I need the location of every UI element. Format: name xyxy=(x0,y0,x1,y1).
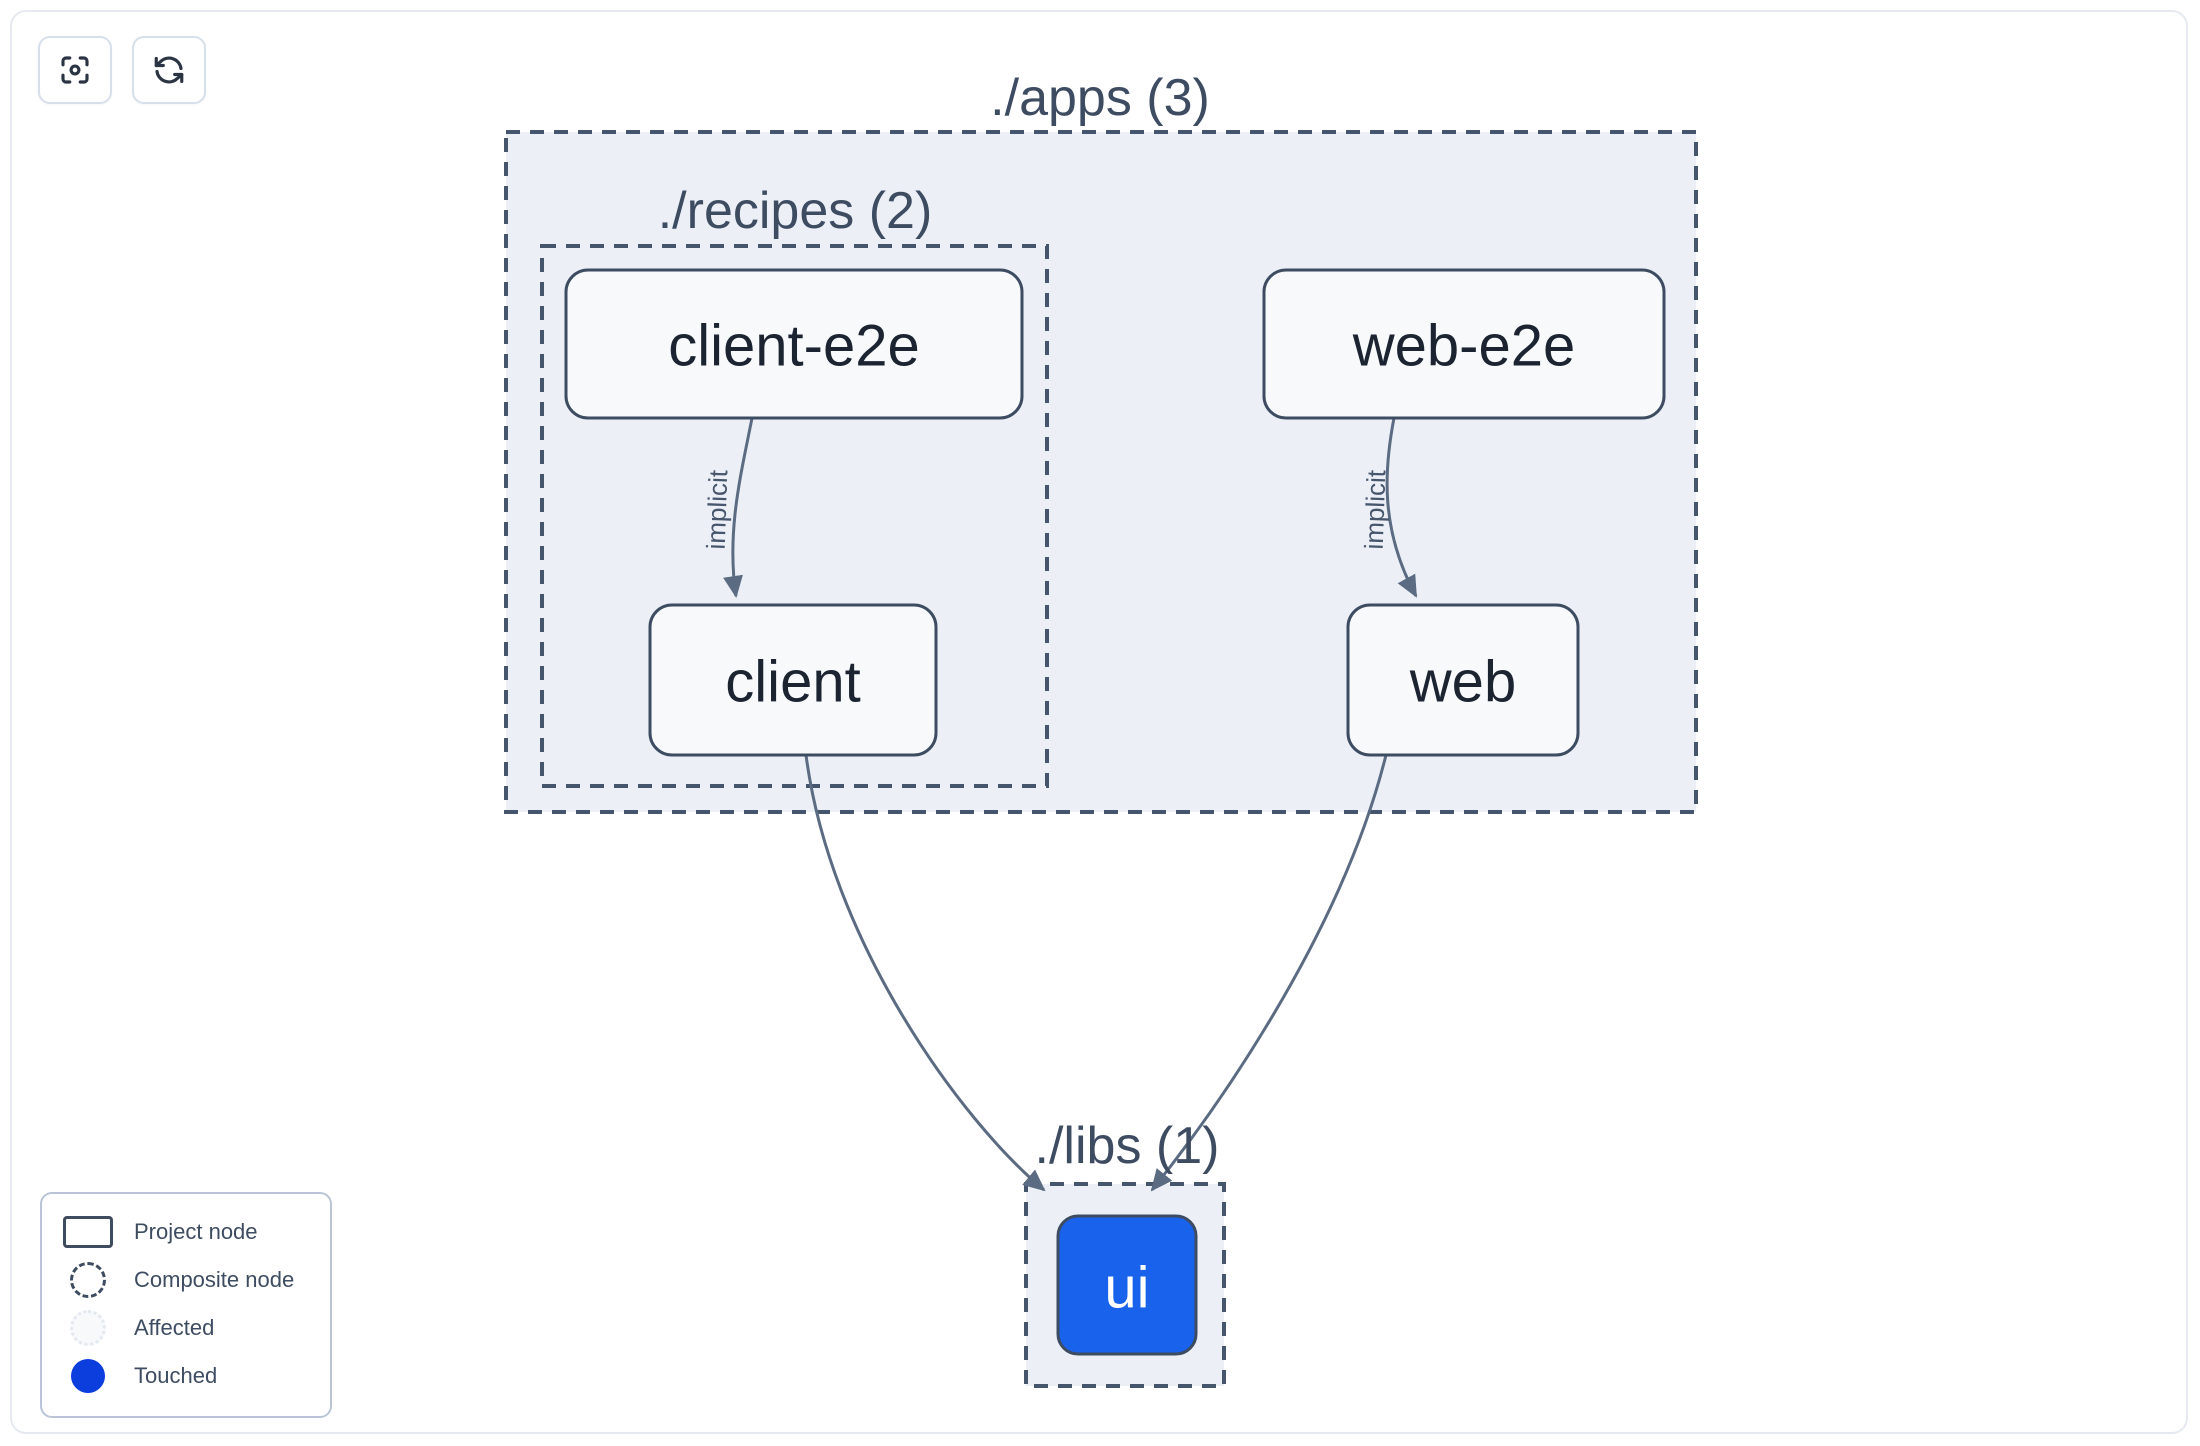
graph-toolbar xyxy=(38,36,206,104)
graph-edges xyxy=(723,417,1418,1192)
node-web-e2e[interactable]: web-e2e xyxy=(1262,268,1666,420)
node-web-label: web xyxy=(1409,650,1516,715)
edge-labels: implicit implicit xyxy=(701,469,1392,550)
edge-client-e2e-to-client[interactable] xyxy=(723,417,754,598)
node-web[interactable]: web xyxy=(1346,603,1580,757)
legend-item-touched: Touched xyxy=(60,1352,312,1400)
edge-web-e2e-to-web[interactable] xyxy=(1385,417,1418,598)
focus-icon xyxy=(57,52,93,88)
refresh-graph-button[interactable] xyxy=(132,36,206,104)
edge-client-to-ui[interactable] xyxy=(804,754,1046,1192)
legend-label-touched: Touched xyxy=(134,1363,218,1388)
node-ui-rect[interactable] xyxy=(1056,1214,1198,1356)
legend-item-project-node: Project node xyxy=(60,1208,312,1256)
touched-swatch xyxy=(60,1359,116,1393)
node-client-e2e-label: client-e2e xyxy=(668,314,919,379)
affected-swatch xyxy=(60,1310,116,1346)
node-web-e2e-label: web-e2e xyxy=(1352,314,1575,379)
graph-legend: Project node Composite node Affected Tou… xyxy=(40,1192,332,1418)
legend-label-composite-node: Composite node xyxy=(134,1267,295,1292)
refresh-icon xyxy=(151,52,187,88)
group-labels: ./apps (3) ./recipes (2) ./libs (1) xyxy=(658,69,1220,1175)
node-web-e2e-rect[interactable] xyxy=(1262,268,1666,420)
group-label-recipes: ./recipes (2) xyxy=(658,182,933,240)
edge-label-client-e2e-to-client: implicit xyxy=(701,469,734,550)
focus-graph-button[interactable] xyxy=(38,36,112,104)
node-web-rect[interactable] xyxy=(1346,603,1580,757)
legend-item-composite-node: Composite node xyxy=(60,1256,312,1304)
edge-web-to-ui[interactable] xyxy=(1150,754,1388,1192)
node-client-label: client xyxy=(725,650,860,715)
node-client-e2e[interactable]: client-e2e xyxy=(564,268,1024,420)
group-label-apps: ./apps (3) xyxy=(990,69,1210,127)
legend-item-affected: Affected xyxy=(60,1304,312,1352)
node-ui-label: ui xyxy=(1104,1256,1149,1321)
composite-node-swatch xyxy=(60,1262,116,1298)
project-node-swatch xyxy=(60,1216,116,1248)
edge-label-web-e2e-to-web: implicit xyxy=(1359,469,1392,550)
legend-label-affected: Affected xyxy=(134,1315,215,1340)
legend-label-project-node: Project node xyxy=(134,1219,258,1244)
node-client-e2e-rect[interactable] xyxy=(564,268,1024,420)
group-label-libs: ./libs (1) xyxy=(1035,1117,1220,1175)
node-client[interactable]: client xyxy=(648,603,938,757)
node-client-rect[interactable] xyxy=(648,603,938,757)
node-ui[interactable]: ui xyxy=(1056,1214,1198,1356)
